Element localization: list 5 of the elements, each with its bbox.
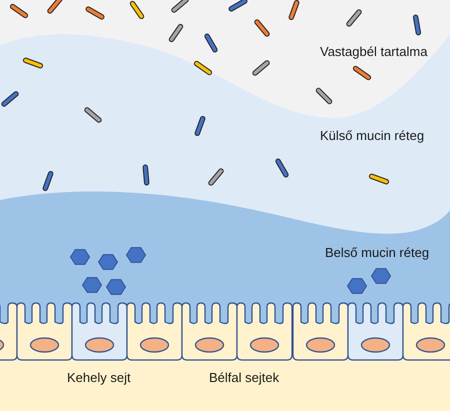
layer-label: Vastagbél tartalma bbox=[320, 44, 428, 60]
layer-label: Bélfal sejtek bbox=[209, 370, 280, 386]
layer-label: Belső mucin réteg bbox=[325, 245, 430, 261]
layer-label: Kehely sejt bbox=[67, 370, 131, 386]
layer-label: Külső mucin réteg bbox=[320, 128, 424, 144]
